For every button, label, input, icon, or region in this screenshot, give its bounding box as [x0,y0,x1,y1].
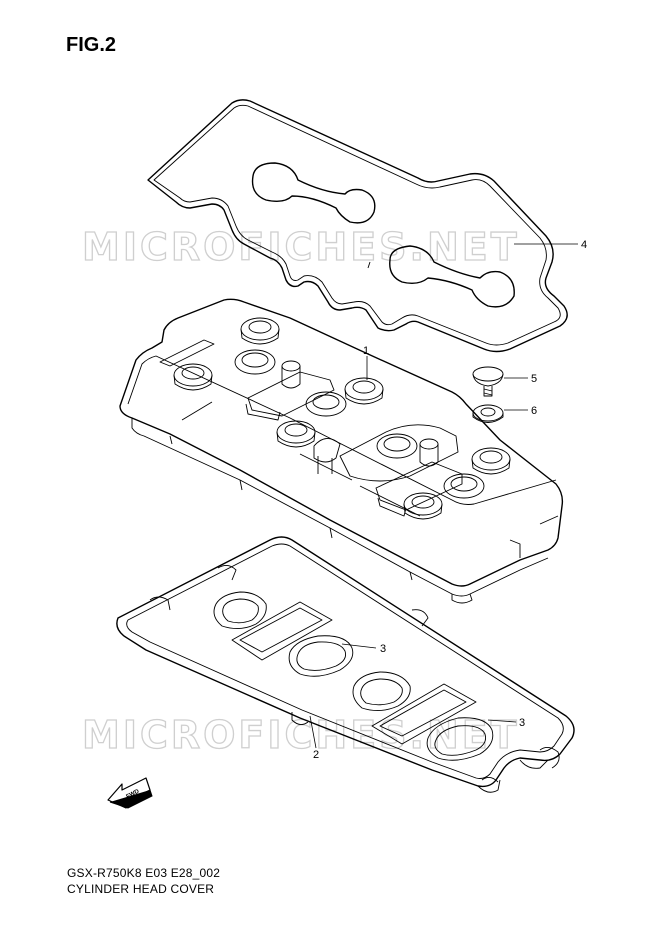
callout-3-upper: 3 [380,643,386,655]
plug-hole-gasket-left-drawing [213,591,354,677]
watermark-bottom: MICROFICHES.NET [82,713,520,757]
cover-plate-gasket-drawing [147,99,568,353]
callout-6: 6 [531,405,537,417]
bolt-drawing [472,366,504,397]
callout-3-lower: 3 [519,717,525,729]
watermark-top: MICROFICHES.NET [82,225,520,269]
forward-arrow-icon: FWD [107,777,153,809]
callout-1: 1 [363,345,369,357]
diagram-name: CYLINDER HEAD COVER [67,882,215,896]
callout-4: 4 [581,239,587,251]
figure-title: FIG.2 [66,34,117,56]
cover-gasket-drawing [116,536,575,793]
diagram-code: GSX-R750K8 E03 E28_002 [67,866,221,880]
cylinder-head-cover-drawing [119,298,564,604]
plug-hole-gasket-right-drawing [352,671,494,761]
leader-lines [309,243,578,749]
callout-2: 2 [313,749,319,761]
washer-drawing [472,404,504,423]
callout-5: 5 [531,373,537,385]
